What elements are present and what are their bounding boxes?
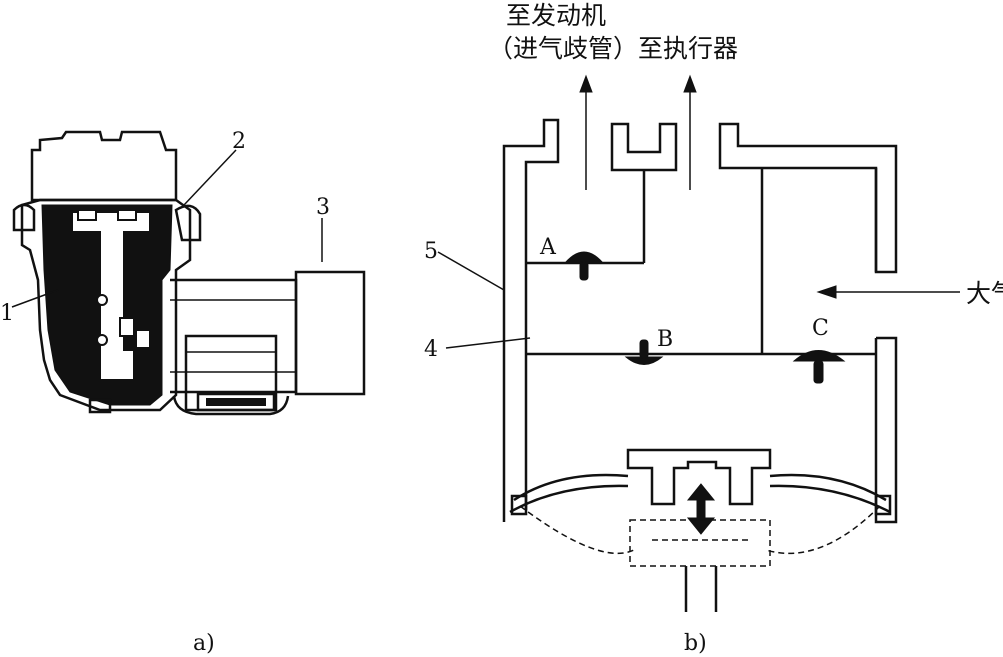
label-part-1: 1 [0,301,14,326]
atmosphere-label: 大气 [966,279,1003,308]
valve-a-icon [564,251,604,263]
caption-b: b) [684,631,707,656]
valve-c-icon [792,350,846,362]
figure-b-schematic [437,74,960,612]
label-part-3: 3 [316,195,330,220]
valve-c-label: C [812,316,829,341]
label-part-2: 2 [232,129,246,154]
label-part-4: 4 [424,337,438,362]
outlet-actuator-label: （进气歧管）至执行器 [488,34,738,63]
valve-b-icon [624,356,664,365]
caption-a: a) [193,631,215,656]
valve-a-label: A [539,235,557,260]
outlet-engine-label: 至发动机 [506,1,606,30]
valve-b-label: B [657,327,673,352]
label-part-5: 5 [424,239,438,264]
figure-a-device [11,130,366,416]
